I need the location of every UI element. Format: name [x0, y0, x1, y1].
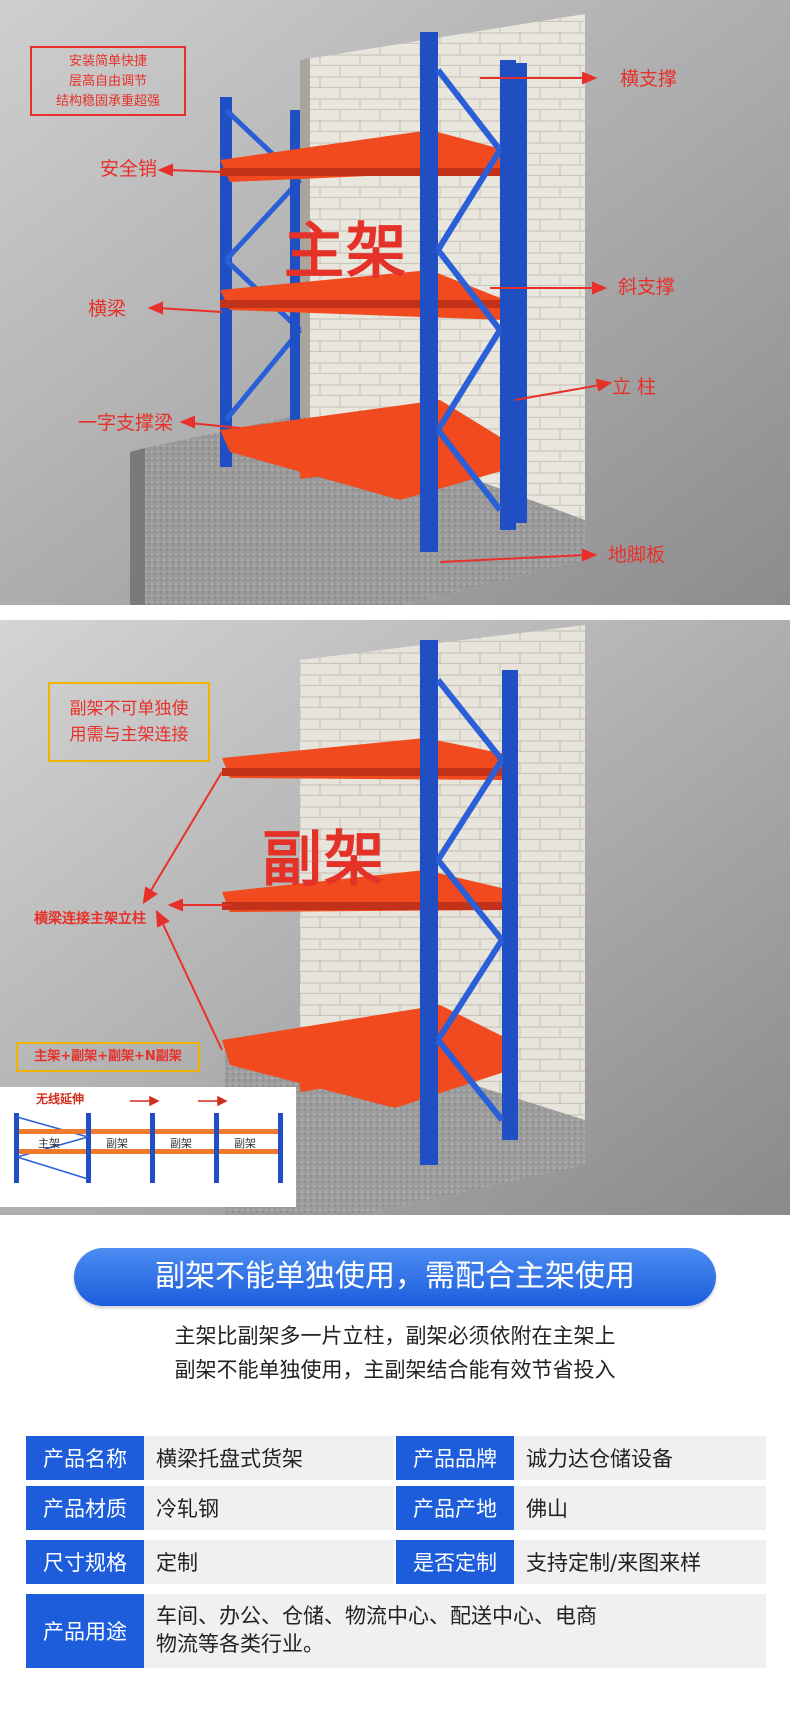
spec-value: 诚力达仓储设备	[514, 1436, 766, 1480]
spec-value-usage: 车间、办公、仓储、物流中心、配送中心、电商 物流等各类行业。	[144, 1594, 766, 1668]
usage-line: 物流等各类行业。	[156, 1632, 324, 1656]
spec-label: 产品品牌	[396, 1436, 514, 1480]
spec-row: 尺寸规格 定制 是否定制 支持定制/来图来样	[26, 1540, 766, 1584]
feature-note-box: 安装简单快捷 层高自由调节 结构稳固承重超强	[30, 46, 186, 116]
feature-note-line: 结构稳固承重超强	[55, 94, 160, 109]
callout-foot-plate: 地脚板	[608, 544, 666, 566]
callout-support-beam: 一字支撑梁	[78, 412, 174, 434]
spec-value: 支持定制/来图来样	[514, 1540, 766, 1584]
callout-safety-pin: 安全销	[100, 158, 158, 180]
feature-note-line: 层高自由调节	[68, 74, 147, 89]
sub-frame-note-line: 副架不可单独使	[69, 699, 189, 719]
spec-label: 产品用途	[26, 1594, 144, 1668]
extension-label-sub: 副架	[170, 1137, 192, 1150]
callout-beam-connect: 横梁连接主架立柱	[34, 911, 146, 927]
spec-row: 产品材质 冷轧钢 产品产地 佛山	[26, 1486, 766, 1530]
usage-banner: 副架不能单独使用，需配合主架使用	[74, 1248, 716, 1306]
spec-row: 产品名称 横梁托盘式货架 产品品牌 诚力达仓储设备	[26, 1436, 766, 1480]
sub-frame-title: 副架	[262, 825, 386, 895]
spec-label: 产品名称	[26, 1436, 144, 1480]
spec-label: 产品材质	[26, 1486, 144, 1530]
description-line: 副架不能单独使用，主副架结合能有效节省投入	[174, 1358, 616, 1382]
extension-label-main: 主架	[38, 1137, 60, 1150]
usage-line: 车间、办公、仓储、物流中心、配送中心、电商	[156, 1604, 597, 1628]
spec-label: 是否定制	[396, 1540, 514, 1584]
callout-beam: 横梁	[88, 298, 127, 320]
sub-frame-note-line: 用需与主架连接	[69, 725, 189, 745]
spec-value: 佛山	[514, 1486, 766, 1530]
sub-frame-note-box: 副架不可单独使 用需与主架连接	[48, 682, 210, 762]
callout-cross-brace: 横支撑	[620, 68, 678, 90]
main-frame-title: 主架	[284, 217, 408, 287]
feature-note-line: 安装简单快捷	[68, 54, 147, 69]
extension-diagram-graphic	[14, 1095, 283, 1183]
spec-label: 尺寸规格	[26, 1540, 144, 1584]
extension-caption: 无线延伸	[36, 1092, 85, 1106]
spec-label: 产品产地	[396, 1486, 514, 1530]
spec-value: 冷轧钢	[144, 1486, 394, 1530]
main-frame-illustration: 安装简单快捷 层高自由调节 结构稳固承重超强 主架 横支撑 安全销 斜支撑 横梁…	[0, 0, 790, 605]
main-frame-rack-image	[0, 0, 790, 605]
formula-box: 主架+副架+副架+N副架	[16, 1042, 200, 1072]
callout-upright: 立 柱	[612, 376, 657, 398]
extension-label-sub: 副架	[106, 1137, 128, 1150]
spec-value: 定制	[144, 1540, 394, 1584]
extension-label-sub: 副架	[234, 1137, 256, 1150]
callout-diagonal-brace: 斜支撑	[618, 276, 676, 298]
spec-value: 横梁托盘式货架	[144, 1436, 394, 1480]
spec-row-usage: 产品用途 车间、办公、仓储、物流中心、配送中心、电商 物流等各类行业。	[26, 1594, 766, 1668]
extension-diagram: 无线延伸 主架 副架 副架 副架	[0, 1087, 296, 1207]
description-line: 主架比副架多一片立柱，副架必须依附在主架上	[174, 1324, 616, 1348]
